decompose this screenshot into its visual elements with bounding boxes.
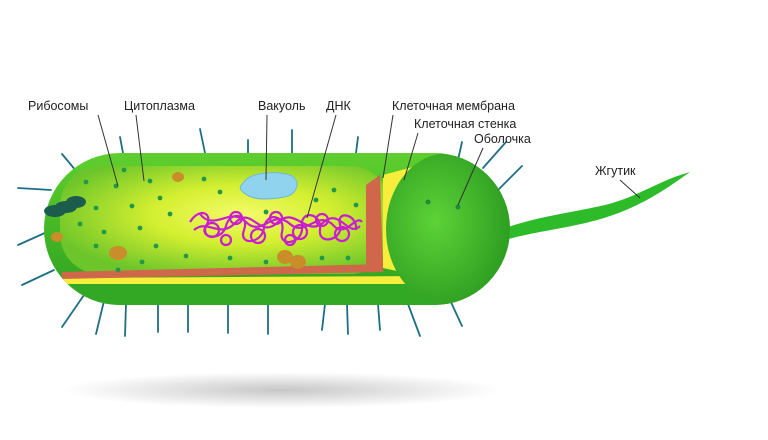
capsule-dots: [425, 199, 461, 210]
label-ribosomes: Рибосомы: [28, 99, 88, 113]
label-flagellum: Жгутик: [595, 164, 636, 178]
label-capsule: Оболочка: [474, 132, 531, 146]
label-dna: ДНК: [326, 99, 351, 113]
label-cell-wall: Клеточная стенка: [414, 117, 516, 131]
inclusions: [44, 196, 86, 217]
flagellum: [505, 172, 690, 240]
label-cytoplasm: Цитоплазма: [124, 99, 195, 113]
label-vacuole: Вакуоль: [258, 99, 305, 113]
bacterium-body: [44, 153, 510, 305]
leader-lines: [97, 114, 641, 219]
capsule-end: [386, 153, 510, 305]
dna: [189, 210, 363, 247]
pili: [17, 128, 523, 337]
granules: [51, 172, 306, 269]
label-cell-membrane: Клеточная мембрана: [392, 99, 515, 113]
vacuole: [239, 172, 298, 200]
cell-shadow: [62, 372, 502, 408]
ribosomes: [77, 167, 359, 273]
